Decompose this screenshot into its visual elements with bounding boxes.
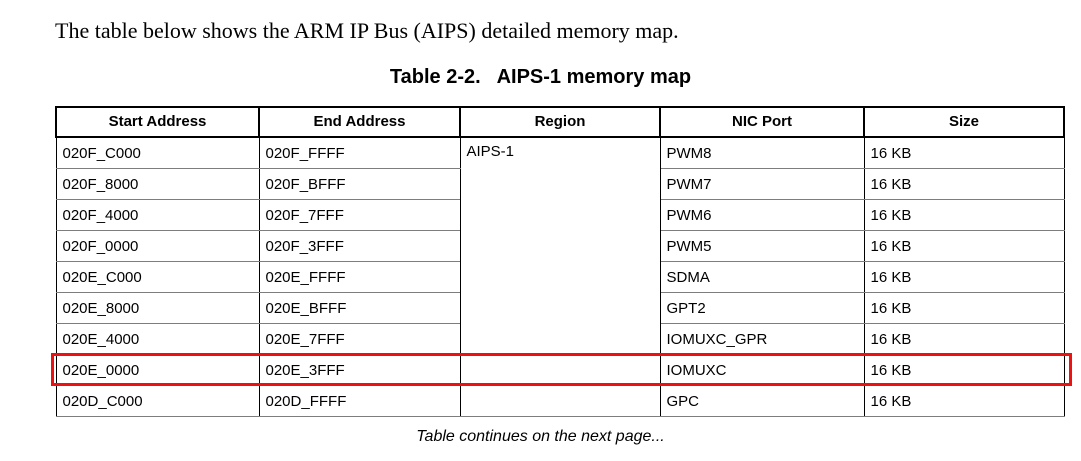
cell-nic-port: IOMUXC — [659, 354, 865, 386]
table-header-row: Start Address End Address Region NIC Por… — [55, 106, 1065, 138]
cell-end-address: 020E_BFFF — [258, 292, 461, 324]
cell-size: 16 KB — [863, 199, 1065, 231]
cell-start-address: 020F_4000 — [55, 199, 260, 231]
table-caption: Table 2-2. AIPS-1 memory map — [389, 66, 692, 88]
cell-size: 16 KB — [863, 323, 1065, 355]
cell-start-address: 020D_C000 — [55, 385, 260, 417]
cell-nic-port: IOMUXC_GPR — [659, 323, 865, 355]
cell-nic-port: PWM6 — [659, 199, 865, 231]
cell-region: AIPS-1 — [459, 136, 661, 417]
column-header-end-address: End Address — [258, 106, 461, 138]
cell-nic-port: SDMA — [659, 261, 865, 293]
cell-size: 16 KB — [863, 230, 1065, 262]
cell-end-address: 020D_FFFF — [258, 385, 461, 417]
cell-start-address: 020E_8000 — [55, 292, 260, 324]
cell-size: 16 KB — [863, 168, 1065, 200]
cell-start-address: 020E_4000 — [55, 323, 260, 355]
aips1-memory-map-table: Start Address End Address Region NIC Por… — [55, 106, 1065, 417]
cell-size: 16 KB — [863, 261, 1065, 293]
cell-nic-port: GPC — [659, 385, 865, 417]
cell-size: 16 KB — [863, 354, 1065, 386]
column-header-size: Size — [863, 106, 1065, 138]
table-continuation-note: Table continues on the next page... — [416, 428, 665, 445]
cell-end-address: 020F_7FFF — [258, 199, 461, 231]
cell-nic-port: PWM5 — [659, 230, 865, 262]
intro-paragraph: The table below shows the ARM IP Bus (AI… — [55, 18, 679, 43]
cell-start-address: 020F_C000 — [55, 136, 260, 169]
cell-end-address: 020F_3FFF — [258, 230, 461, 262]
cell-start-address: 020E_C000 — [55, 261, 260, 293]
cell-start-address: 020E_0000 — [55, 354, 260, 386]
column-header-start-address: Start Address — [55, 106, 260, 138]
cell-nic-port: PWM7 — [659, 168, 865, 200]
cell-end-address: 020E_7FFF — [258, 323, 461, 355]
cell-end-address: 020F_BFFF — [258, 168, 461, 200]
cell-end-address: 020E_FFFF — [258, 261, 461, 293]
cell-end-address: 020F_FFFF — [258, 136, 461, 169]
cell-size: 16 KB — [863, 136, 1065, 169]
cell-start-address: 020F_0000 — [55, 230, 260, 262]
cell-nic-port: GPT2 — [659, 292, 865, 324]
cell-end-address: 020E_3FFF — [258, 354, 461, 386]
cell-start-address: 020F_8000 — [55, 168, 260, 200]
column-header-region: Region — [459, 106, 661, 138]
column-header-nic-port: NIC Port — [659, 106, 865, 138]
cell-size: 16 KB — [863, 385, 1065, 417]
cell-size: 16 KB — [863, 292, 1065, 324]
table-header: Start Address End Address Region NIC Por… — [55, 106, 1065, 138]
cell-nic-port: PWM8 — [659, 136, 865, 169]
